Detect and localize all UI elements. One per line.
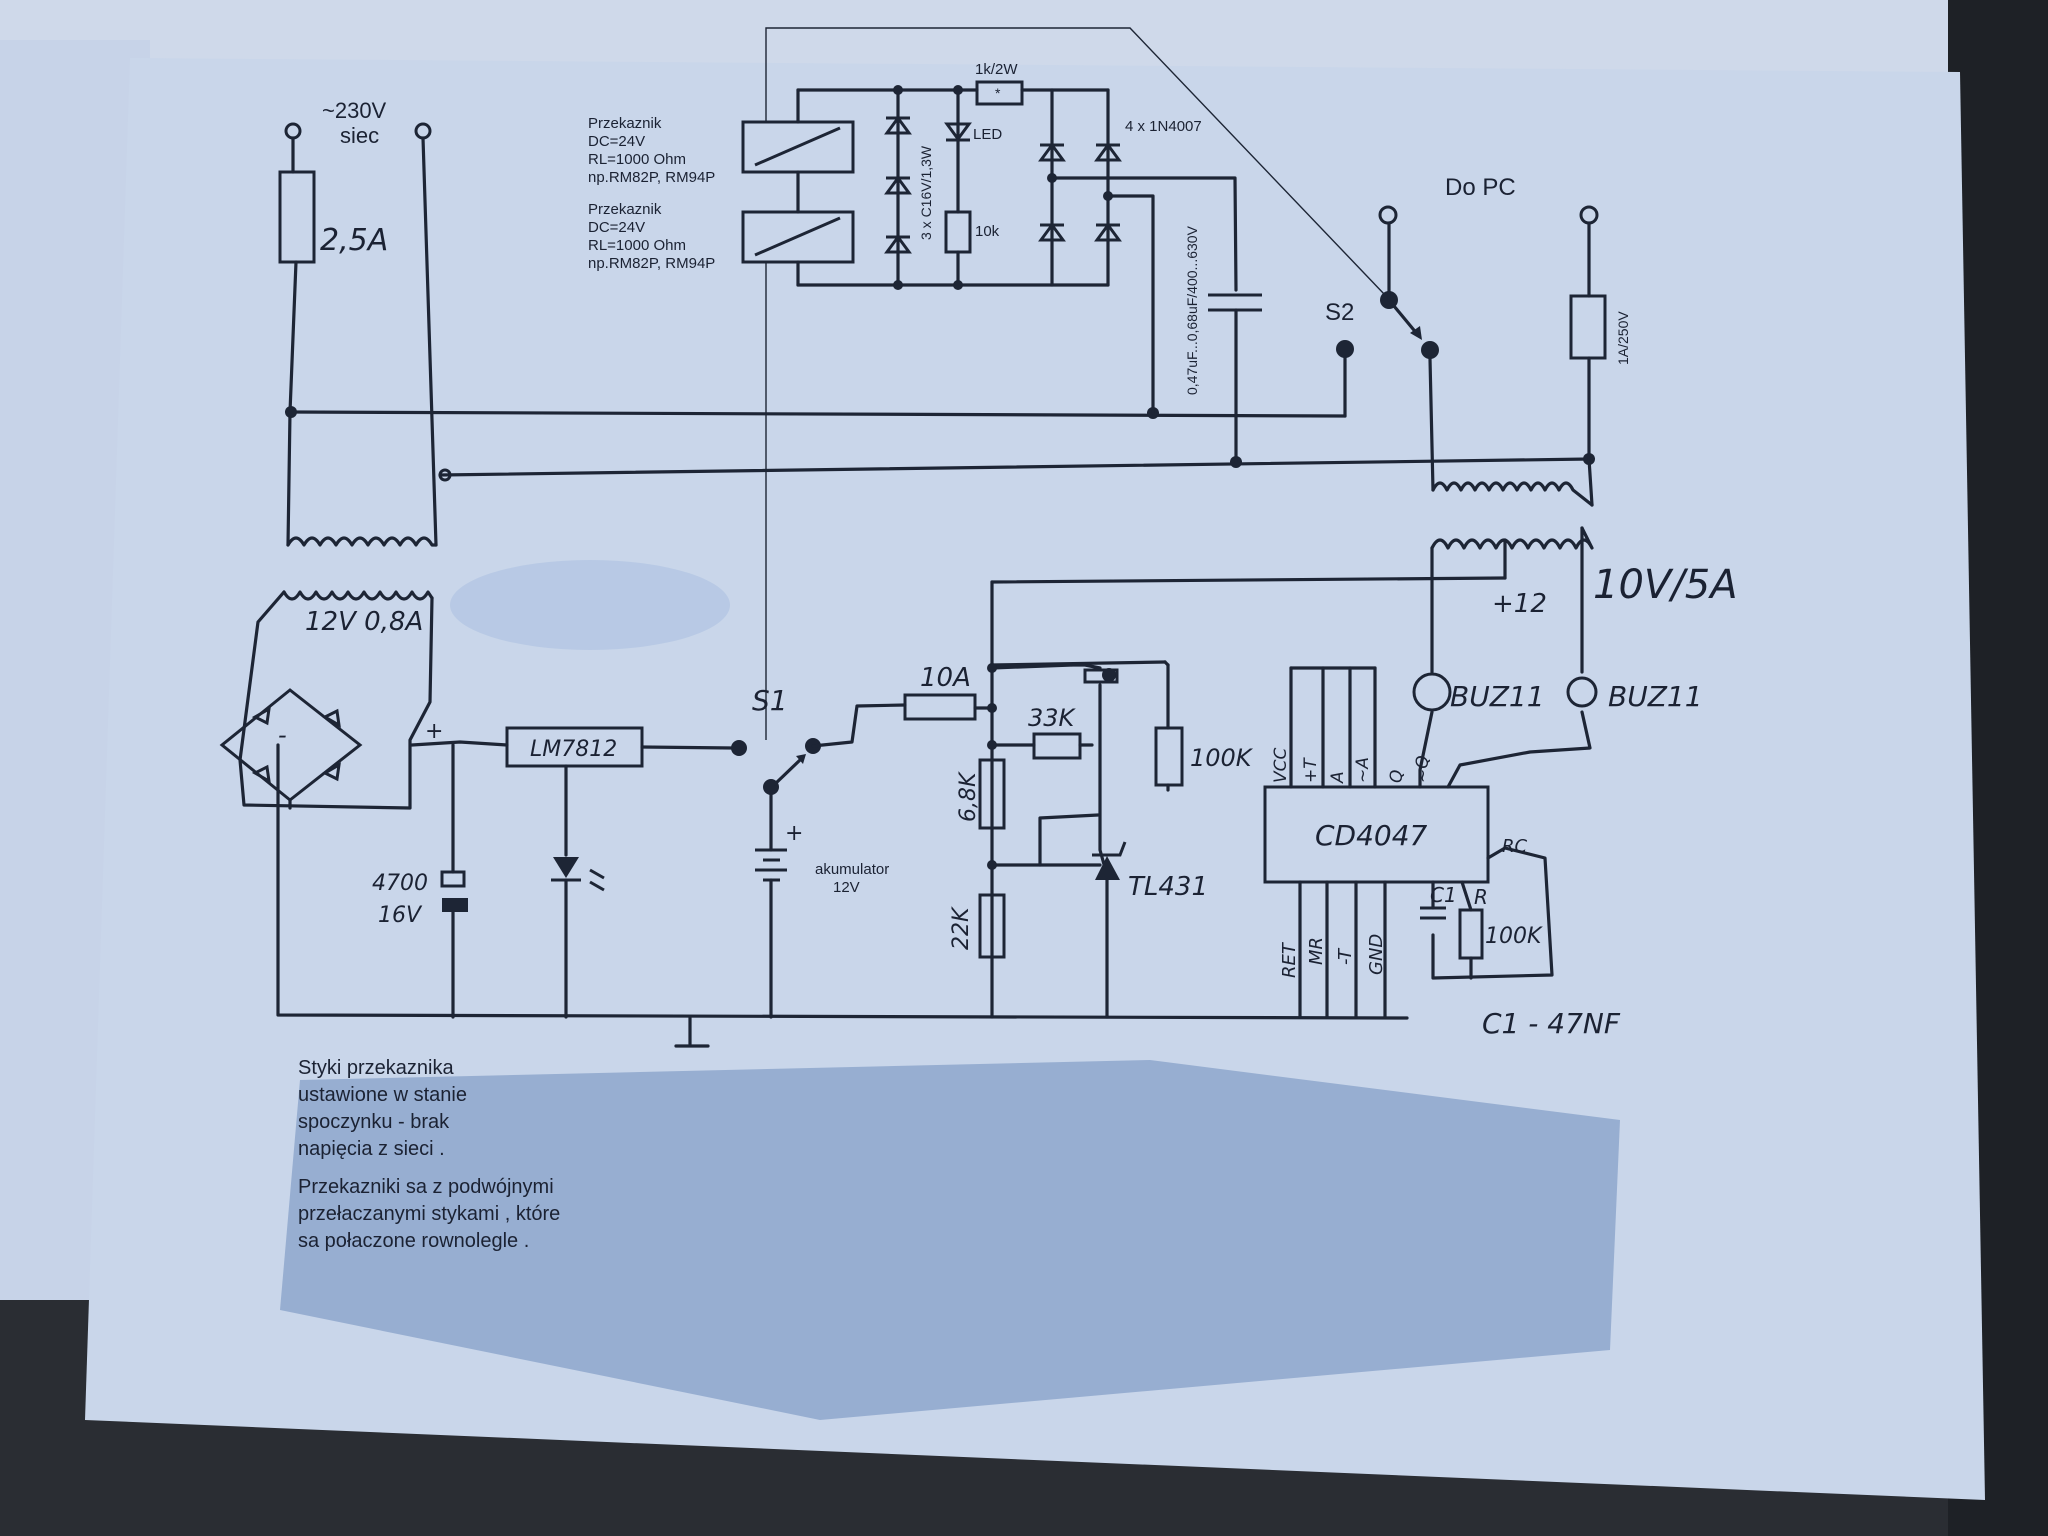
diodes-label: 4 x 1N4007 <box>1125 118 1202 135</box>
tl431-circuit: TL431 100K <box>1038 660 1254 1019</box>
mains-label-2: siec <box>340 123 379 148</box>
ic-pin-not-q: ~Q <box>1413 755 1433 783</box>
fuse-10a-label: 10A <box>920 663 971 693</box>
mains-label-1: ~230V <box>322 98 387 123</box>
led-label: LED <box>973 126 1002 143</box>
mosfets: BUZ11 BUZ11 <box>1412 526 1703 789</box>
bridge-diodes <box>1038 142 1122 242</box>
ic-pin-q: Q <box>1387 770 1407 783</box>
r-22k-label: 22K <box>949 906 974 950</box>
cd4047-ic: CD4047 VCC +T A ~A Q ~Q RET MR -T GND C1… <box>1263 666 1621 1040</box>
resistor-6k8 <box>978 758 1006 830</box>
main-fuse-label: 2,5A <box>320 223 388 258</box>
battery-label-1: akumulator <box>815 861 889 878</box>
cap-value-1: 4700 <box>372 871 428 896</box>
relay-1-line-1: Przekaznik <box>588 115 662 132</box>
blur-patch <box>280 1060 1620 1420</box>
switch-s2: S2 <box>1325 291 1439 492</box>
r-33k-label: 33K <box>1028 704 1077 732</box>
to-pc-label: Do PC <box>1445 174 1516 201</box>
ic-pin-vcc: VCC <box>1271 748 1291 783</box>
transformer-1: 12V 0,8A <box>238 536 438 810</box>
bridge-plus: + <box>425 719 443 744</box>
blur-patch <box>450 560 730 650</box>
mosfet-1-label: BUZ11 <box>1450 680 1545 713</box>
relay-1-line-2: DC=24V <box>588 133 645 150</box>
relay-2-line-1: Przekaznik <box>588 201 662 218</box>
s1-label: S1 <box>752 684 788 717</box>
led-symbol <box>944 122 972 142</box>
note-1-line-2: ustawione w stanie <box>298 1084 467 1106</box>
fuse-10a: 10A <box>903 576 1507 1019</box>
pc-output: Do PC 1A/250V <box>1378 174 1631 507</box>
transformer-1-label: 12V 0,8A <box>305 607 423 637</box>
regulator-label: LM7812 <box>530 737 617 762</box>
relay-2-line-3: RL=1000 Ohm <box>588 237 686 254</box>
ic-pin-a: A <box>1328 771 1348 784</box>
c1-value-label: C1 - 47NF <box>1482 1007 1621 1040</box>
relay-2-line-2: DC=24V <box>588 219 645 236</box>
note-1-line-3: spoczynku - brak <box>298 1111 450 1133</box>
c1-label: C1 <box>1430 883 1457 907</box>
ground-rail <box>276 743 1409 1020</box>
note-2-line-2: przełaczanymi stykami , które <box>298 1203 560 1225</box>
ic-pin-ret: RET <box>1279 941 1300 978</box>
resistor-1k-mark: * <box>995 85 1001 101</box>
note-2-line-1: Przekazniki sa z podwójnymi <box>298 1176 554 1198</box>
ic-pin-mr: MR <box>1306 937 1327 965</box>
tl431-label: TL431 <box>1128 872 1208 902</box>
capacitor-label: 0,47uF...0,68uF/400...630V <box>1184 225 1200 395</box>
note-1-line-4: napięcia z sieci . <box>298 1138 445 1160</box>
resistor-1k <box>975 80 1024 106</box>
transformer-2: +12 10V/5A <box>1430 481 1738 619</box>
note-2-line-3: sa połaczone rownolegle . <box>298 1230 529 1252</box>
rc-label: RC <box>1502 836 1528 857</box>
relay-1-line-4: np.RM82P, RM94P <box>588 169 715 186</box>
ic-pin-not-a: ~A <box>1353 757 1373 783</box>
filter-capacitor: 4700 16V <box>372 743 468 1019</box>
relay-link <box>765 27 1386 296</box>
r-100k-a-label: 100K <box>1190 744 1254 772</box>
resistor-10k-label: 10k <box>975 223 1000 240</box>
s2-label: S2 <box>1325 299 1354 326</box>
zener-diodes <box>884 115 912 254</box>
pc-fuse <box>1569 294 1607 360</box>
zeners-label: 3 x C16V/1,3W <box>918 145 934 240</box>
battery-plus: + <box>785 821 803 846</box>
cap-value-2: 16V <box>378 903 423 928</box>
bridge-minus: - <box>278 721 287 749</box>
ic-label: CD4047 <box>1315 819 1428 852</box>
lm7812-regulator: LM7812 <box>410 726 747 1019</box>
relay-1-line-3: RL=1000 Ohm <box>588 151 686 168</box>
r-100k-b-label: 100K <box>1485 924 1543 949</box>
switch-s1: S1 <box>752 684 907 795</box>
relay-block: Przekaznik DC=24V RL=1000 Ohm np.RM82P, … <box>588 61 1262 464</box>
notes: Styki przekaznika ustawione w stanie spo… <box>298 1057 560 1252</box>
bus-line-1 <box>288 410 1347 418</box>
ic-pin-gnd: GND <box>1366 934 1387 975</box>
transformer-2-label: 10V/5A <box>1593 562 1738 608</box>
ic-pin-minus-t: -T <box>1335 947 1356 965</box>
battery-label-2: 12V <box>833 879 860 896</box>
pc-fuse-label: 1A/250V <box>1615 311 1631 365</box>
r-label: R <box>1474 885 1488 909</box>
voltage-divider: 33K 6,8K 22K <box>949 704 1102 959</box>
resistor-22k <box>978 893 1006 959</box>
resistor-1k-label: 1k/2W <box>975 61 1018 78</box>
mosfet-2-label: BUZ11 <box>1608 680 1703 713</box>
ic-pin-plus-t: +T <box>1301 757 1321 783</box>
bridge-rectifier: - + <box>219 688 443 810</box>
relay-2-line-4: np.RM82P, RM94P <box>588 255 715 272</box>
note-1-line-1: Styki przekaznika <box>298 1057 454 1079</box>
plus12-label: +12 <box>1492 589 1547 619</box>
resistor-10k <box>944 210 972 254</box>
bus-line-2 <box>438 457 1592 477</box>
battery: + akumulator 12V <box>755 793 889 1019</box>
mains-input: ~230V siec 2,5A <box>278 98 438 547</box>
r-6k8-label: 6,8K <box>956 771 981 822</box>
